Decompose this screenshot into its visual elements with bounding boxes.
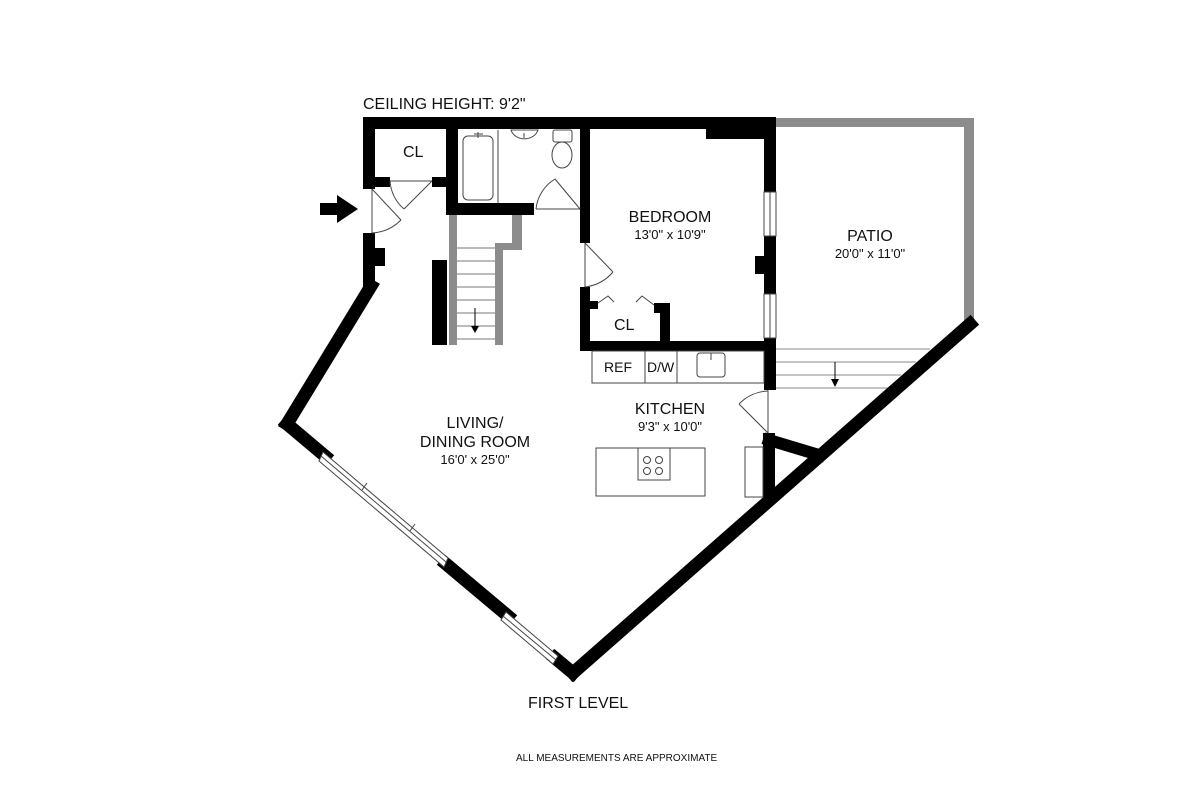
- fixture-ref: REF: [604, 359, 632, 375]
- room-dims-bedroom: 13'0" x 10'9": [634, 227, 706, 242]
- patio-stairs-arrow-icon: [831, 379, 839, 387]
- room-dims-living: 16'0' x 25'0": [440, 452, 510, 467]
- room-name-living-2: DINING ROOM: [419, 434, 531, 451]
- sink-icon: [510, 129, 539, 140]
- room-dims-kitchen: 9'3" x 10'0": [637, 419, 703, 434]
- bedroom-windows: [763, 191, 777, 339]
- room-name-kitchen: KITCHEN: [634, 401, 706, 418]
- room-name-closet-entry: CL: [403, 144, 424, 161]
- ceiling-height-label: CEILING HEIGHT: 9'2": [363, 96, 526, 113]
- entry-arrow-icon: [320, 195, 358, 223]
- patio-walls: [776, 118, 974, 328]
- diagonal-walls: [277, 277, 980, 683]
- cooktop-icon: [637, 447, 671, 481]
- patio-stairs: [776, 348, 930, 389]
- room-name-closet-bedroom: CL: [614, 317, 635, 334]
- doors: [371, 178, 769, 434]
- fixture-dw: D/W: [647, 359, 675, 375]
- living-windows: [318, 451, 559, 665]
- interior-walls: [370, 117, 776, 351]
- room-bedroom: BEDROOM 13'0" x 10'9": [600, 208, 740, 243]
- stairs-down-arrow-icon: [471, 326, 479, 333]
- bathtub-icon: [462, 135, 494, 201]
- level-label: FIRST LEVEL: [528, 695, 629, 712]
- room-name-patio: PATIO: [847, 228, 893, 245]
- toilet-tank-icon: [552, 129, 573, 143]
- toilet-bowl-icon: [551, 141, 573, 169]
- interior-stairs: [449, 215, 522, 345]
- room-name-bedroom: BEDROOM: [628, 209, 712, 226]
- room-name-living-1: LIVING/: [446, 415, 504, 432]
- kitchen-fixtures: [591, 350, 765, 498]
- room-kitchen: KITCHEN 9'3" x 10'0": [610, 400, 730, 435]
- disclaimer: ALL MEASUREMENTS ARE APPROXIMATE: [516, 753, 718, 764]
- room-dims-patio: 20'0" x 11'0": [834, 246, 906, 261]
- room-living: LIVING/ DINING ROOM 16'0' x 25'0": [410, 414, 540, 468]
- room-patio: PATIO 20'0" x 11'0": [805, 227, 935, 262]
- bathroom-fixtures: [462, 129, 573, 203]
